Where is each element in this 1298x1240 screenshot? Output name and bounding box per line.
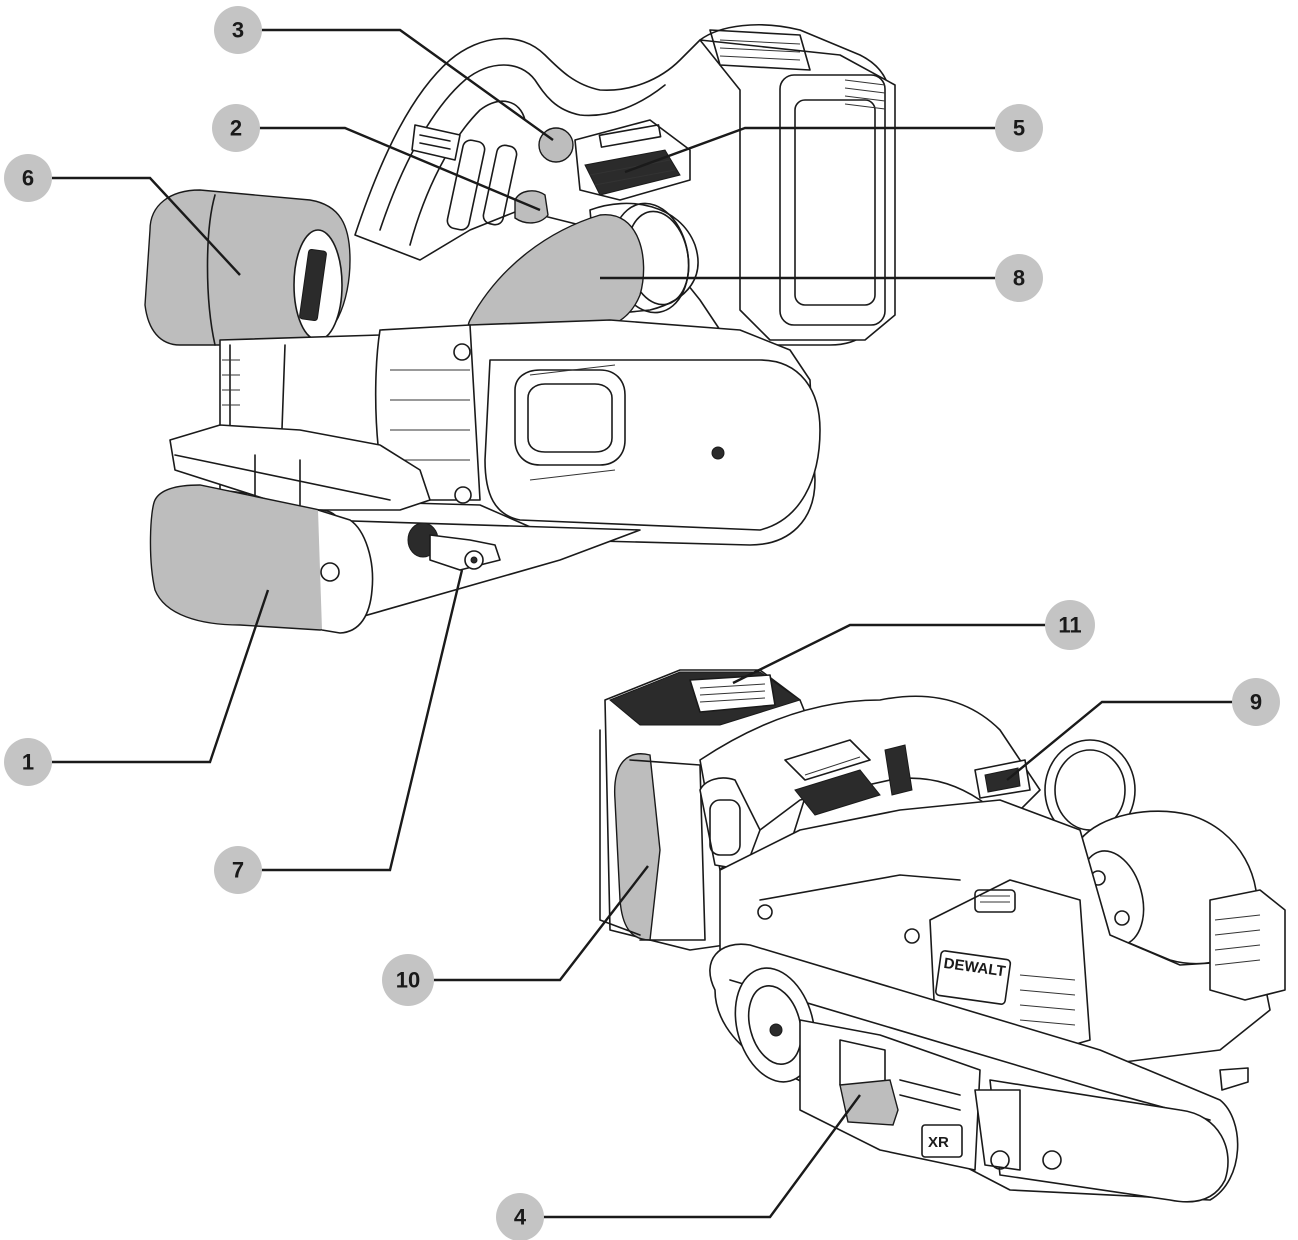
xr-badge: XR [928,1134,949,1151]
leader-10 [433,865,649,982]
callout-11: 11 [1045,600,1095,650]
leader-7 [261,569,464,872]
callout-5-label: 5 [1013,116,1025,141]
callout-7-label: 7 [232,858,244,883]
callout-1-label: 1 [22,750,34,775]
bottom-sander-drawing: DEWALT XR [599,669,1286,1203]
leader-11 [732,623,1047,685]
callout-3-label: 3 [232,18,244,43]
leader-3 [260,28,554,141]
callout-2: 2 [212,104,260,152]
leader-4 [542,1094,861,1219]
callout-11-label: 11 [1058,613,1081,638]
callout-5: 5 [995,104,1043,152]
callout-9: 9 [1232,678,1280,726]
callout-4-label: 4 [514,1205,527,1230]
callout-6: 6 [4,154,52,202]
callout-7: 7 [214,846,262,894]
callout-badges: 1 2 3 4 5 6 7 8 [4,6,1280,1240]
callout-4: 4 [496,1193,544,1240]
callout-8-label: 8 [1013,266,1025,291]
callout-6-label: 6 [22,166,34,191]
leader-9 [1006,700,1234,781]
callout-2-label: 2 [230,116,242,141]
callout-9-label: 9 [1250,690,1262,715]
leader-6 [52,176,241,276]
leader-5 [624,126,997,174]
leader-1 [52,589,270,764]
callout-10: 10 [382,954,434,1006]
top-sander-drawing [144,24,896,634]
leader-lines [52,28,1234,1219]
callout-3: 3 [214,6,262,54]
leader-2 [256,126,541,212]
callout-10-label: 10 [396,968,420,993]
callout-8: 8 [995,254,1043,302]
callout-1: 1 [4,738,52,786]
